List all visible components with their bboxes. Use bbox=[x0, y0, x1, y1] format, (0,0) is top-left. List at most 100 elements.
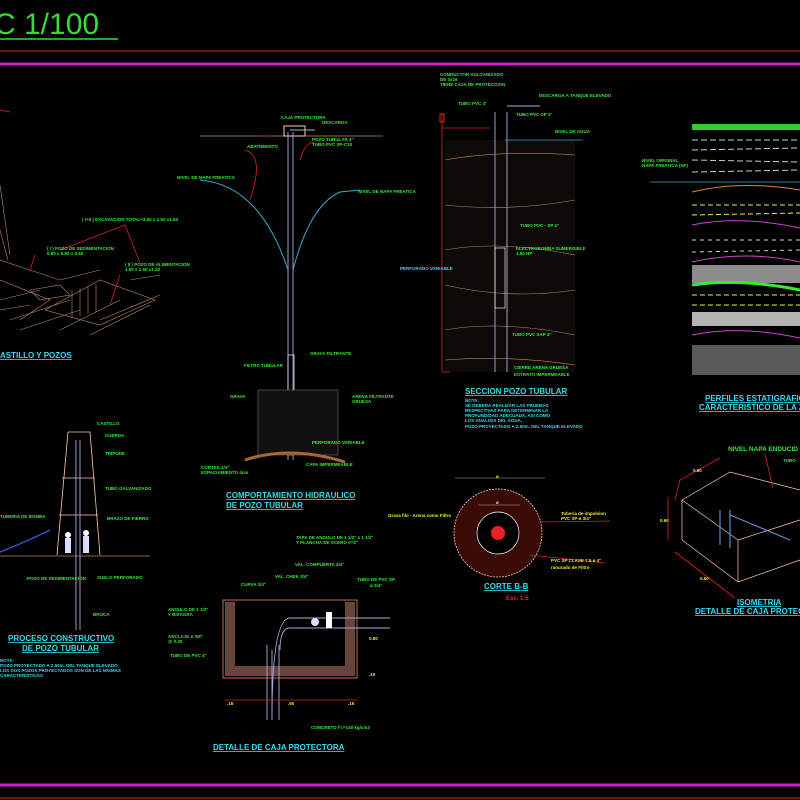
caja-label-11: TUBO DE PVC 4" bbox=[170, 653, 207, 658]
seccion-label-3: DESCARGA A TANQUE ELEVADO bbox=[539, 93, 612, 98]
hidraulico-label-15: ESPACIAMIENTO 4cm bbox=[201, 470, 248, 475]
iso-label-1: TUBO bbox=[783, 458, 796, 463]
hidraulico-label-8: GRAVA FILTRANTE bbox=[310, 351, 351, 356]
proceso-label-7: BROCA bbox=[93, 612, 110, 617]
seccion-label-4: TUBO PVC 4" bbox=[458, 101, 487, 106]
seccion-note-0: SE DEBERA REALIZAR LAS PRUEBAS bbox=[465, 403, 549, 408]
seccion-note-heading: NOTA: bbox=[465, 398, 479, 403]
hidraulico-label-12: PERFORADO VARIABLE bbox=[312, 440, 365, 445]
corte-label-1: Tuberia de impulsion bbox=[561, 511, 606, 516]
hidraulico-label-3: TUBO PVC SP-C10 bbox=[312, 142, 353, 147]
seccion-label-7: TUBO PVC - SP 4" bbox=[520, 223, 559, 228]
caja-label-5: TUBO DE PVC SP bbox=[357, 577, 395, 582]
proceso-label-8: POZO DE SEDIMENTACION bbox=[27, 576, 86, 581]
iso-dim-0: 0.60 bbox=[693, 468, 702, 473]
castillo-label-pozo-ali: ( II ) POZO DE ALIMENTACION bbox=[125, 262, 190, 267]
hidraulico-title-1: COMPORTAMIENTO HIDRAULICO bbox=[226, 491, 355, 500]
corte-dim-1: ø bbox=[496, 500, 499, 505]
caja-protectora-detail: TAPA DE ANGULO DE 1 1/2" x 1 1/2" Y PLAN… bbox=[168, 535, 395, 752]
proceso-note-0: POZO PROYECTADO A 2.50m. DEL TANQUE ELEV… bbox=[0, 663, 118, 668]
perfiles-label-1: NAPA FREATICA (NF) bbox=[642, 163, 688, 168]
seccion-title: SECCION POZO TUBULAR bbox=[465, 387, 567, 396]
caja-label-6: ø 3/4" bbox=[370, 583, 382, 588]
seccion-label-1: DE 3x16 bbox=[440, 77, 458, 82]
proceso-label-5: TUBERIA DE BOMBA bbox=[0, 514, 46, 519]
proceso-label-3: TUBO GALVANIZADO bbox=[105, 486, 152, 491]
seccion-label-11: CIERRE ARENA GRUESA bbox=[514, 365, 569, 370]
corte-label-3: PVC SP CLASE 7.5 ø 4" bbox=[551, 558, 601, 563]
hidraulico-label-14: CORTES 1/4" bbox=[201, 465, 229, 470]
seccion-label-9: 1.50 HP bbox=[516, 251, 532, 256]
seccion-note-3: LOS ANALISIS DEL AGUA. bbox=[465, 418, 522, 423]
caja-label-3: VAL. CHEK 3/4" bbox=[275, 574, 309, 579]
seccion-label-8: ELECTROBOMBA SUMERGIBLE bbox=[516, 246, 586, 251]
iso-title-2: DETALLE DE CAJA PROTECTORA bbox=[695, 607, 800, 616]
caja-label-10: @ 0.30 bbox=[168, 639, 183, 644]
caja-dim-2: .15 bbox=[348, 701, 355, 706]
seccion-label-5: TUBO PVC-SP 2" bbox=[516, 112, 553, 117]
proceso-note-heading: NOTA: bbox=[0, 658, 14, 663]
corte-label-0: Grava filo - Arena como Filtro bbox=[388, 513, 451, 518]
iso-dim-1: 0.60 bbox=[660, 518, 669, 523]
scale-title: C 1/100 bbox=[0, 8, 99, 41]
caja-dim-0: .15 bbox=[227, 701, 234, 706]
proceso-label-6: SUELO PERFORADO bbox=[97, 575, 143, 580]
hidraulico-label-7: FILTRO TUBULAR bbox=[244, 363, 284, 368]
seccion-note-2: PROFUNDIDAD ADECUADA, ASI COMO bbox=[465, 413, 551, 418]
castillo-label-excavacion: ( I+II ) EXCAVACION TOTAL=4.50 x 1.50 x1… bbox=[82, 217, 178, 222]
caja-label-9: ANCLAJE ø 3/8" bbox=[168, 634, 203, 639]
caja-dim-3: 0.60 bbox=[369, 636, 378, 641]
castillo-label-pozo-ali-dim: 1.50 x 1.50 x1.20 bbox=[125, 267, 161, 272]
hidraulico-label-5: NIVEL DE NAPA FREATICA bbox=[177, 175, 236, 180]
seccion-pozo-tubular-detail: CONDUCTOR VULCANIZADO DE 3x16 TIENE CAJA… bbox=[400, 72, 612, 429]
caja-title: DETALLE DE CAJA PROTECTORA bbox=[213, 743, 345, 752]
proceso-title-1: PROCESO CONSTRUCTIVO bbox=[8, 634, 114, 643]
proceso-note-1: LOS DOS POZOS PROYECTADOS SON DE LAS MIS… bbox=[0, 668, 121, 673]
hidraulico-label-1: DESCARGA bbox=[322, 120, 349, 125]
corte-label-2: PVC SP ø 3/4" bbox=[561, 516, 591, 521]
hidraulico-label-4: ABATIMIENTO bbox=[247, 144, 278, 149]
iso-dim-2: 0.60 bbox=[700, 576, 709, 581]
caja-label-8: Y BISAGRA bbox=[168, 612, 194, 617]
caja-label-1: Y PLANCHA DE ACERO e=4" bbox=[296, 540, 358, 545]
caja-label-0: TAPA DE ANGULO DE 1 1/2" x 1 1/2" bbox=[296, 535, 374, 540]
caja-label-12: CONCRETO f'c=140 kg/cm2 bbox=[311, 725, 370, 730]
perfiles-label-0: NIVEL ORIGINAL bbox=[642, 158, 679, 163]
caja-label-4: CURVA 3/4" bbox=[241, 582, 266, 587]
comportamiento-hidraulico-detail: CAJA PROTECTORA DESCARGA POZO TUBULAR 4"… bbox=[177, 115, 417, 510]
corte-bb-detail: ø ø Grava filo - Arena como Filtro Tuber… bbox=[388, 474, 611, 602]
hidraulico-label-2: POZO TUBULAR 4" bbox=[312, 137, 354, 142]
seccion-label-10: TUBO PVC SAP 4" bbox=[512, 332, 552, 337]
hidraulico-title-2: DE POZO TUBULAR bbox=[226, 501, 303, 510]
hidraulico-label-13: CAPA IMPERMEABLE bbox=[306, 462, 353, 467]
perfiles-title-2: CARACTERISTICO DE LA Z bbox=[699, 403, 800, 412]
proceso-note-2: CARACTERISTICAS bbox=[0, 673, 43, 678]
isometria-detail: 0.60 0.60 0.60 NIVEL NAPA ENDUCID TUBO I… bbox=[660, 446, 800, 616]
castillo-title: ASTILLO Y POZOS bbox=[0, 351, 72, 360]
castillo-label-pozo-sed-dim: 0.60 x 0.60 x 0.60 bbox=[47, 251, 84, 256]
perfiles-estratigraficos-detail: NIVEL ORIGINAL NAPA FREATICA (NF) PERFIL… bbox=[642, 124, 800, 412]
seccion-note-4: POZO PROYECTADO A 2.50m. DEL TANQUE ELEV… bbox=[465, 424, 583, 429]
seccion-label-6: NIVEL DE AGUA bbox=[555, 129, 591, 134]
corte-title: CORTE B-B bbox=[484, 582, 529, 591]
proceso-label-2: TRIPODE bbox=[105, 451, 125, 456]
seccion-label-0: CONDUCTOR VULCANIZADO bbox=[440, 72, 504, 77]
proceso-label-0: CASTILLO bbox=[97, 421, 120, 426]
perfiles-title-1: PERFILES ESTATIGRAFICOS bbox=[705, 394, 800, 403]
corte-scale: Esc. 1:5 bbox=[506, 596, 529, 602]
proceso-constructivo-detail: CASTILLO CUERDA TRIPODE TUBO GALVANIZADO… bbox=[0, 421, 152, 678]
seccion-label-12: ESTRATO IMPERMEABLE bbox=[514, 372, 570, 377]
proceso-label-1: CUERDA bbox=[105, 433, 125, 438]
hidraulico-label-6: NIVEL DE NAPA FREATICA bbox=[358, 189, 417, 194]
castillo-label-pozo-sed: ( I ) POZO DE SEDIMENTACION bbox=[47, 246, 114, 251]
caja-label-7: ANGULO DE 1 1/2" bbox=[168, 607, 208, 612]
hidraulico-label-0: CAJA PROTECTORA bbox=[281, 115, 327, 120]
seccion-note-1: RESPECTIVAS PARA DETERMINAR LA bbox=[465, 408, 549, 413]
caja-dim-1: .60 bbox=[288, 701, 295, 706]
proceso-title-2: DE POZO TUBULAR bbox=[22, 644, 99, 653]
hidraulico-label-9: GRAVA bbox=[230, 394, 246, 399]
proceso-label-4: BRAZO DE FIERRO bbox=[107, 516, 149, 521]
castillo-pozos-detail: ( I+II ) EXCAVACION TOTAL=4.50 x 1.50 x1… bbox=[0, 109, 190, 360]
iso-title-1: ISOMETRIA bbox=[737, 598, 782, 607]
